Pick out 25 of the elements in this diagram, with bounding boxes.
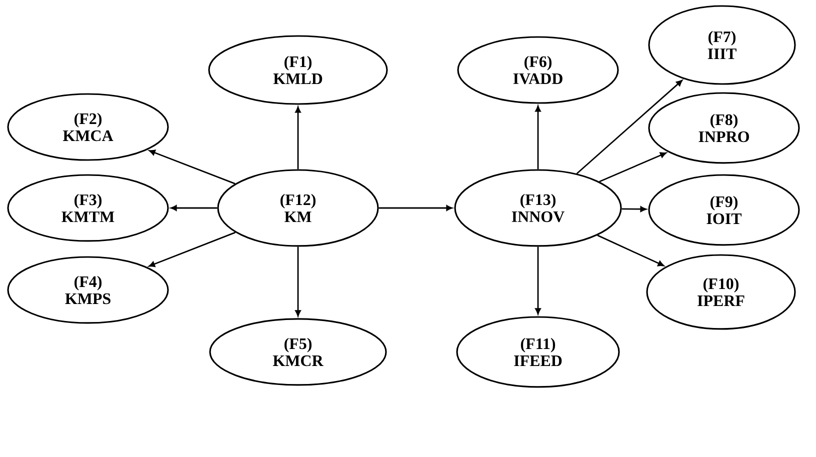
ellipse-node: (F11) IFEED: [456, 316, 620, 388]
arrow: [599, 152, 666, 182]
ellipse-node: (F4) KMPS: [7, 256, 169, 324]
ellipse-node: (F10) IPERF: [646, 254, 796, 330]
arrow: [576, 80, 682, 174]
ellipse-node: (F1) KMLD: [208, 35, 388, 105]
ellipse-node: (F13) INNOV: [454, 169, 622, 247]
arrow: [295, 246, 301, 316]
arrow: [535, 106, 541, 170]
arrow: [597, 234, 664, 266]
arrow: [295, 106, 301, 170]
arrow: [535, 246, 541, 314]
ellipse-node: (F9) IOIT: [648, 174, 800, 246]
ellipse-node: (F3) KMTM: [7, 174, 169, 242]
ellipse-node: (F2) KMCA: [7, 93, 169, 161]
arrow: [170, 205, 218, 211]
arrow: [148, 232, 236, 267]
ellipse-node: (F7) IIIT: [648, 5, 796, 85]
arrow: [149, 150, 236, 184]
ellipse-node: (F6) IVADD: [457, 36, 619, 104]
ellipse-node: (F5) KMCR: [209, 318, 387, 386]
arrow: [622, 206, 646, 212]
arrow: [378, 205, 452, 211]
ellipse-node: (F8) INPRO: [648, 92, 800, 164]
ellipse-node: (F12) KM: [217, 169, 379, 247]
